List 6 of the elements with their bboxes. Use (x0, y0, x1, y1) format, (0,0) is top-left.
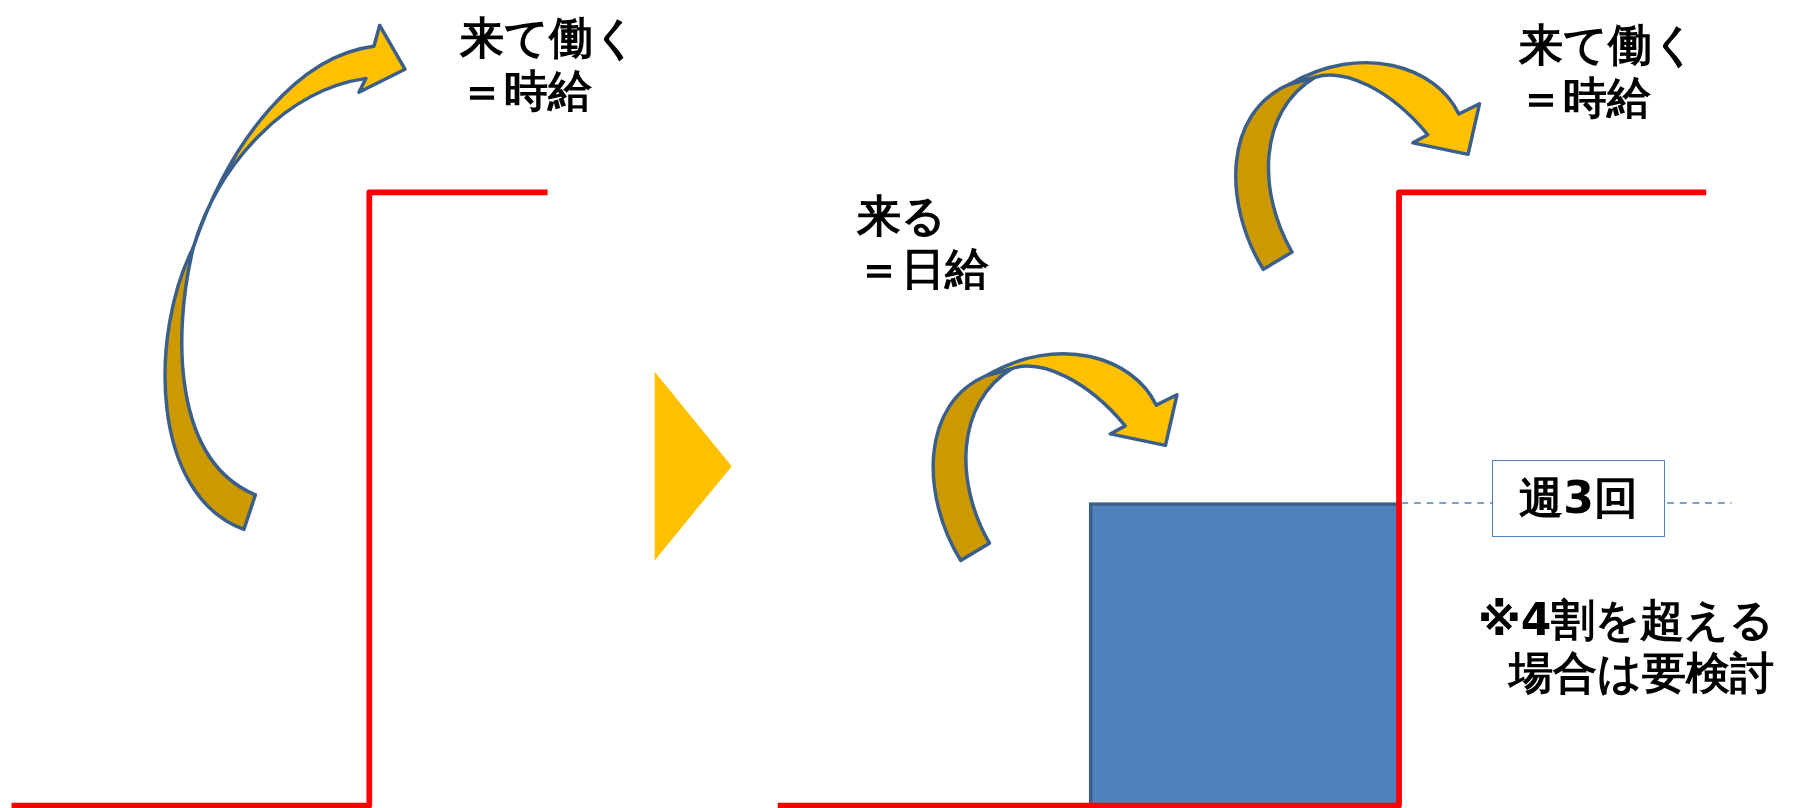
box-label: 週3回 (1519, 471, 1638, 525)
annotation-text: ※4割を超える場合は要検討 (1478, 594, 1775, 700)
annotation-text: 来て働く＝時給 (1519, 19, 1697, 125)
annotation-text: 来て働く＝時給 (460, 12, 638, 118)
annotation-text: 来る＝日給 (857, 190, 989, 296)
label-box (1492, 460, 1665, 537)
